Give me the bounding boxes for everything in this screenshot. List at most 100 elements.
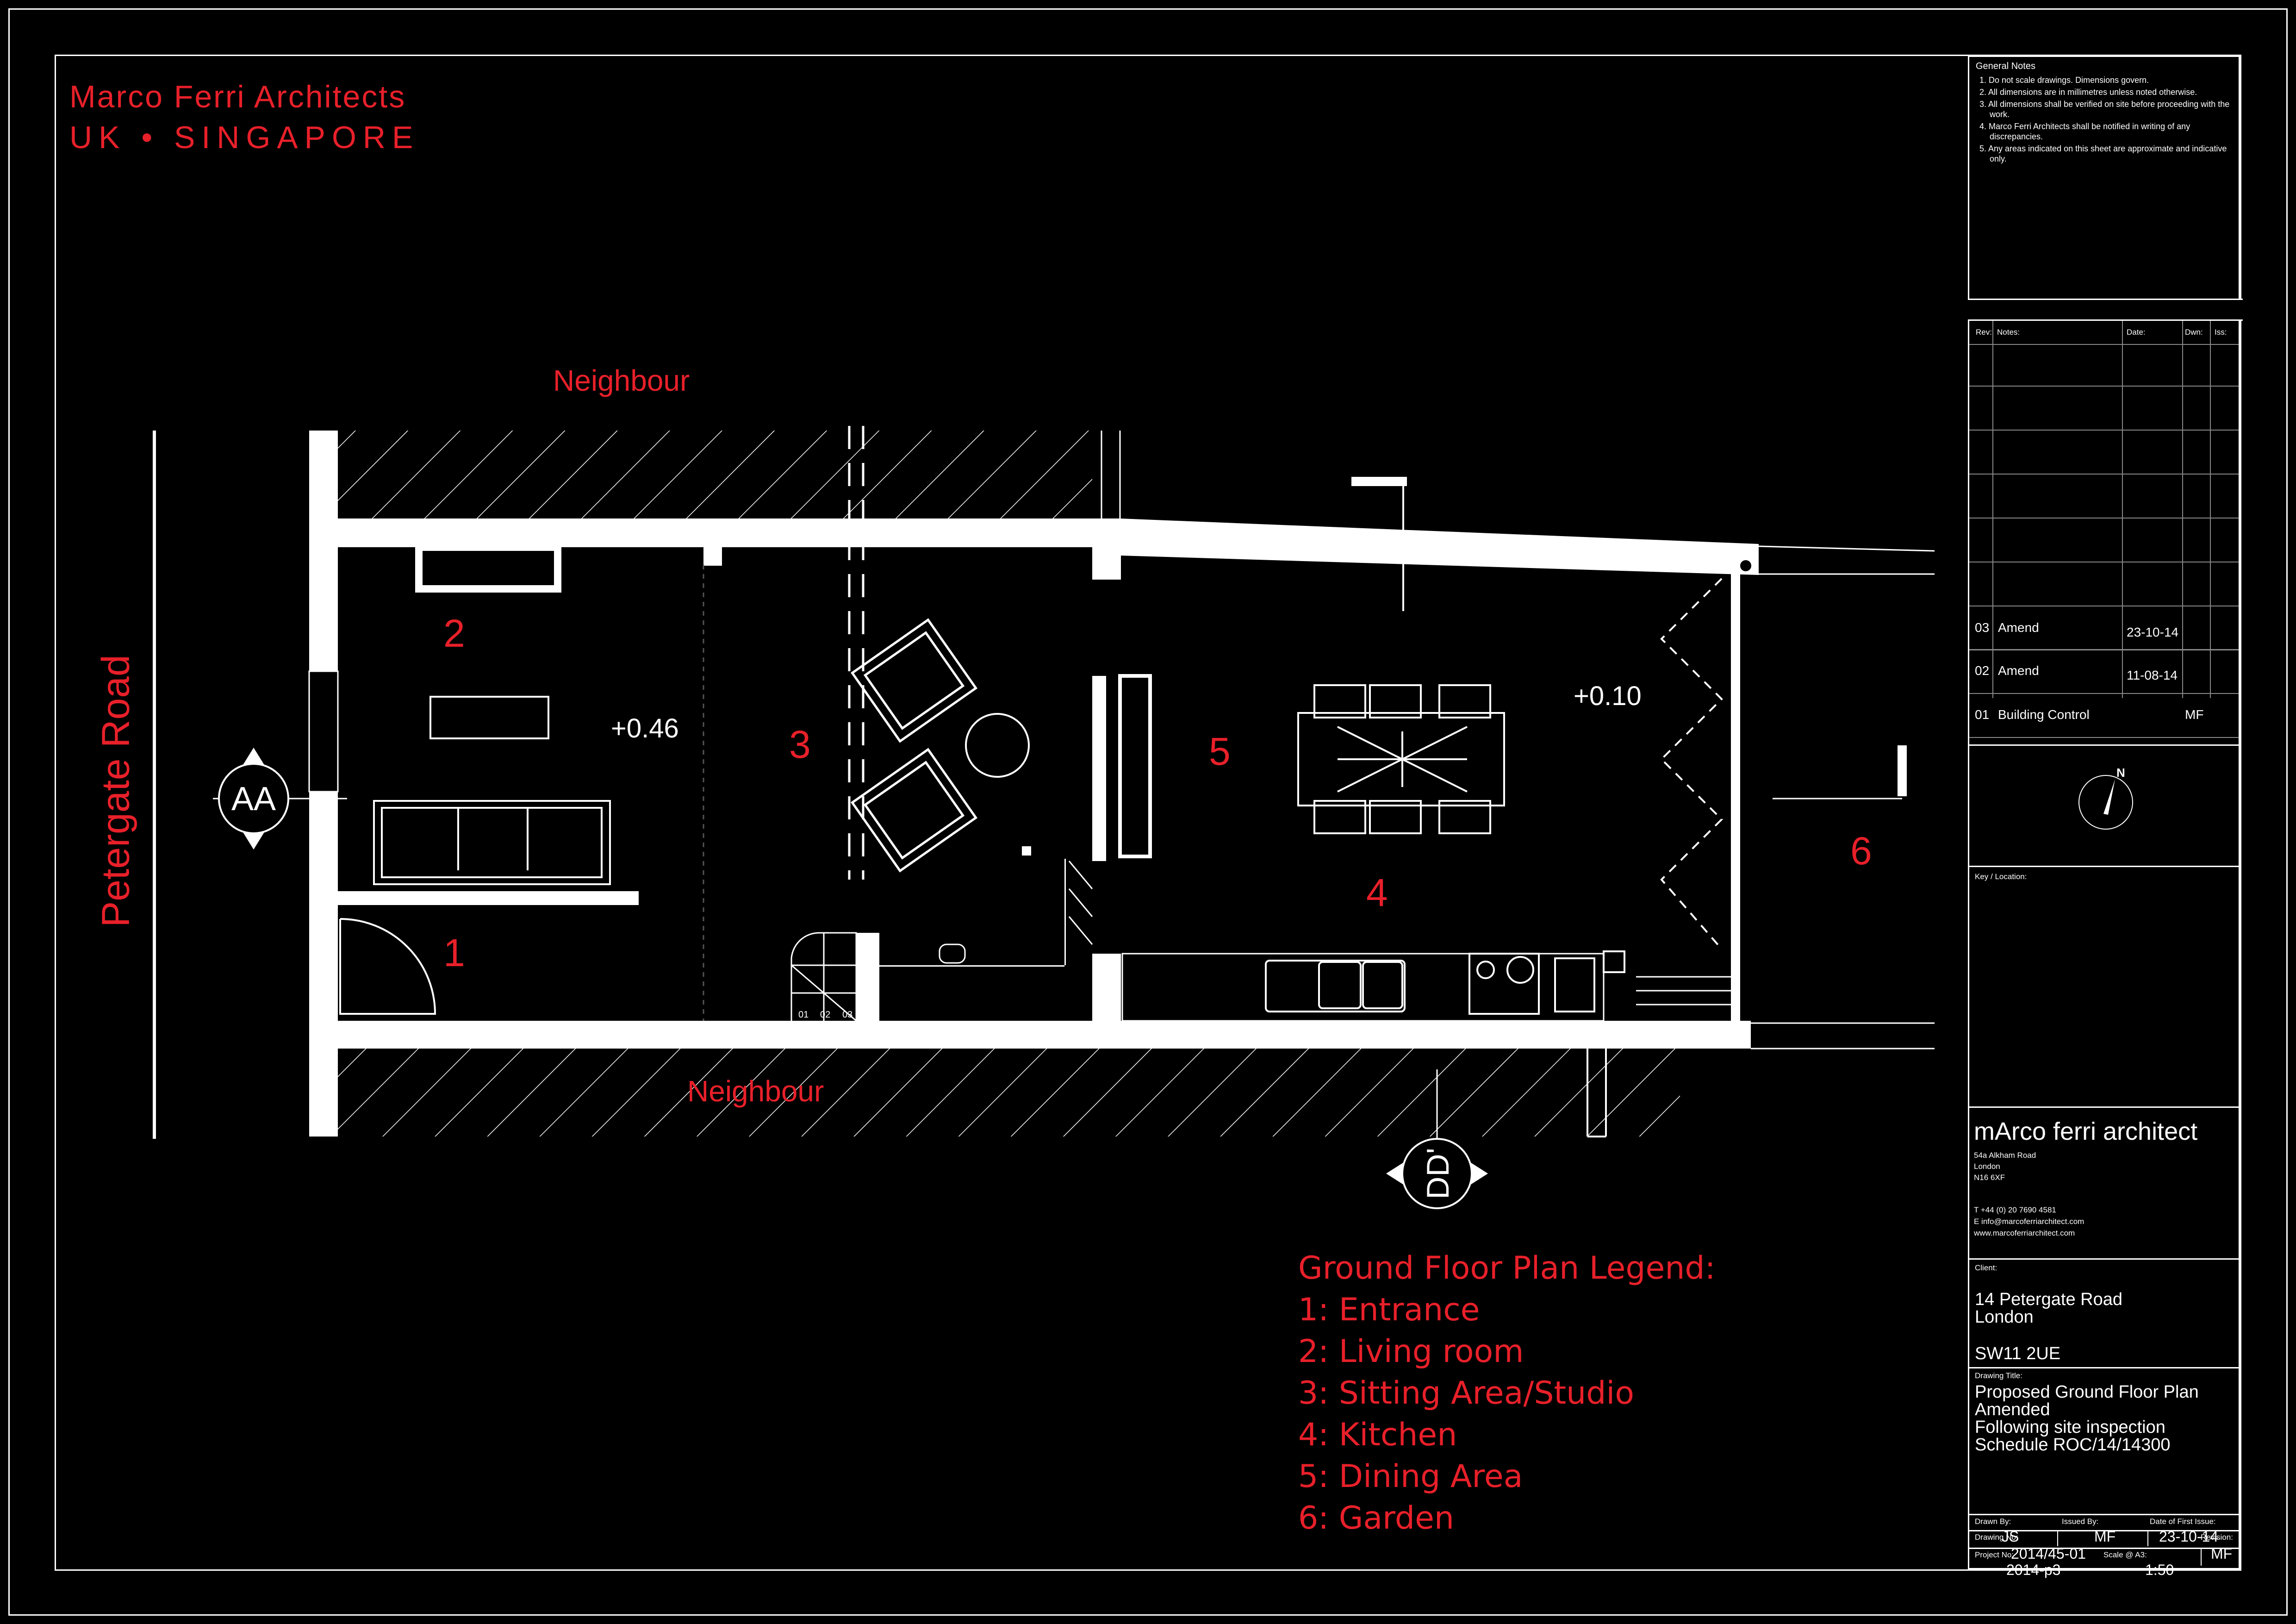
general-note: 4. Marco Ferri Architects shall be notif… <box>1979 122 2190 141</box>
rev-notes: Amend <box>1998 663 2039 678</box>
first-issue-label: Date of First Issue: <box>2150 1517 2216 1526</box>
project-no-label: Project No: <box>1975 1550 2014 1559</box>
office-address-1: 54a Alkham Road <box>1974 1151 2036 1160</box>
office-address-3: N16 6XF <box>1974 1173 2005 1182</box>
issued-by-label: Issued By: <box>2062 1517 2099 1526</box>
legend: Ground Floor Plan Legend: 1: Entrance 2:… <box>1298 1248 1716 1539</box>
general-note: 3. All dimensions shall be verified on s… <box>1979 100 2230 119</box>
client-address-1: 14 Petergate Road <box>1975 1290 2123 1309</box>
neighbour-label-bottom: Neighbour <box>687 1074 824 1108</box>
drawing-title-line: Amended <box>1975 1400 2050 1419</box>
general-note: 1. Do not scale drawings. Dimensions gov… <box>1979 75 2149 85</box>
wall-stair <box>856 933 879 1021</box>
level-front: +0.46 <box>611 713 679 743</box>
project-no: 2014-p3 <box>2006 1562 2061 1578</box>
neighbour-hatch-top <box>338 431 1092 518</box>
title-block: General Notes 1. Do not scale drawings. … <box>1968 56 2243 1578</box>
stair <box>790 932 857 1022</box>
rev-dwn: MF <box>2185 707 2204 722</box>
rev-header-date: Date: <box>2127 328 2146 337</box>
downpipe <box>1740 560 1751 571</box>
wall-divider-2 <box>1092 954 1121 1021</box>
room-number-1: 1 <box>443 931 465 974</box>
revision-label: Revision: <box>2201 1533 2233 1542</box>
wall-column <box>1092 676 1106 861</box>
legend-item: 6: Garden <box>1298 1500 1455 1537</box>
neighbour-hatch-bottom <box>338 1049 1680 1137</box>
north-label: N <box>2116 766 2125 780</box>
kitchen-counter <box>1121 953 1605 1022</box>
drawing-title-label: Drawing Title: <box>1975 1371 2022 1380</box>
section-marker-dd: DD' <box>1386 1069 1488 1209</box>
drawing-no-row: Drawing No: Revision: 2014/45-01 MF <box>1968 1530 2240 1569</box>
kitchen-sink <box>1265 960 1406 1012</box>
revision-row: 02 Amend 11-08-14 <box>1969 650 2239 694</box>
rear-step <box>1636 976 1731 1006</box>
rev-notes: Amend <box>1998 620 2039 635</box>
general-note: 2. All dimensions are in millimetres unl… <box>1979 87 2197 97</box>
revision-row: 03 Amend 23-10-14 <box>1969 606 2239 650</box>
client-postcode: SW11 2UE <box>1975 1344 2061 1363</box>
legend-title: Ground Floor Plan Legend: <box>1298 1250 1716 1287</box>
rev-header-rev: Rev: <box>1976 328 1992 337</box>
revision-table: Rev: Notes: Date: Dwn: Iss: 03 Amend 23-… <box>1969 321 2239 744</box>
kitchen-hob <box>1468 953 1540 1015</box>
general-notes-title: General Notes <box>1976 61 2035 71</box>
svg-text:DD': DD' <box>1420 1148 1456 1199</box>
rear-wall-strip <box>1731 574 1740 1021</box>
sheet-border <box>8 8 2288 1616</box>
floor-plan: 01 02 03 <box>153 426 1935 1209</box>
wall-pier <box>703 547 722 566</box>
drawing-no: 2014/45-01 <box>2011 1545 2086 1562</box>
dining-table <box>1297 712 1505 806</box>
kitchen-socket <box>1603 950 1625 973</box>
client-address-2: London <box>1975 1307 2034 1327</box>
office-phone: T +44 (0) 20 7690 4581 <box>1974 1206 2056 1214</box>
legend-item: 1: Entrance <box>1298 1292 1480 1328</box>
rev-header-dwn: Dwn: <box>2185 328 2203 337</box>
dining-chairs <box>1313 684 1491 834</box>
stair-label-2: 02 <box>820 1010 830 1020</box>
garden-marker <box>1898 745 1907 796</box>
drawn-by-label: Drawn By: <box>1975 1517 2011 1526</box>
side-table <box>965 713 1030 778</box>
neighbour-label-top: Neighbour <box>553 364 690 397</box>
firm-name: Marco Ferri Architects <box>69 79 406 114</box>
room-number-2: 2 <box>443 612 465 655</box>
room-number-4: 4 <box>1366 871 1388 914</box>
section-marker-aa: AA <box>213 748 347 849</box>
wall-living <box>338 891 639 905</box>
fireplace <box>415 543 561 593</box>
level-rear: +0.10 <box>1574 681 1642 711</box>
legend-item: 4: Kitchen <box>1298 1417 1457 1453</box>
road-edge-line <box>153 431 156 1139</box>
sofa <box>373 800 611 885</box>
rev-number: 01 <box>1975 707 1990 722</box>
office-address-2: London <box>1974 1162 2000 1171</box>
room-number-6: 6 <box>1850 829 1872 873</box>
firm-locations: UK • SINGAPORE <box>69 120 420 155</box>
rev-number: 02 <box>1975 663 1990 678</box>
stair-label-3: 03 <box>842 1010 852 1020</box>
party-wall-top <box>338 518 1120 547</box>
general-note: 5. Any areas indicated on this sheet are… <box>1979 144 2227 163</box>
sideboard <box>1118 674 1152 858</box>
office-name: mArco ferri architect <box>1974 1118 2198 1145</box>
client-label: Client: <box>1975 1263 1997 1272</box>
rev-header-iss: Iss: <box>2215 328 2227 337</box>
rev-number: 03 <box>1975 620 1990 635</box>
small-block <box>1022 846 1031 856</box>
legend-item: 5: Dining Area <box>1298 1458 1523 1495</box>
scale: 1:50 <box>2145 1562 2174 1578</box>
legend-item: 2: Living room <box>1298 1333 1524 1370</box>
desk-line <box>879 965 1064 967</box>
pendant-drop <box>1402 486 1404 611</box>
entrance-door <box>339 918 436 1015</box>
armchairs <box>850 618 978 873</box>
front-window <box>308 670 339 793</box>
desk-chair <box>939 943 966 964</box>
revision: MF <box>2211 1545 2233 1562</box>
general-notes: General Notes 1. Do not scale drawings. … <box>1976 62 2235 166</box>
drawing-title-line: Following site inspection <box>1975 1418 2165 1437</box>
drawing-title-line: Proposed Ground Floor Plan <box>1975 1382 2199 1402</box>
